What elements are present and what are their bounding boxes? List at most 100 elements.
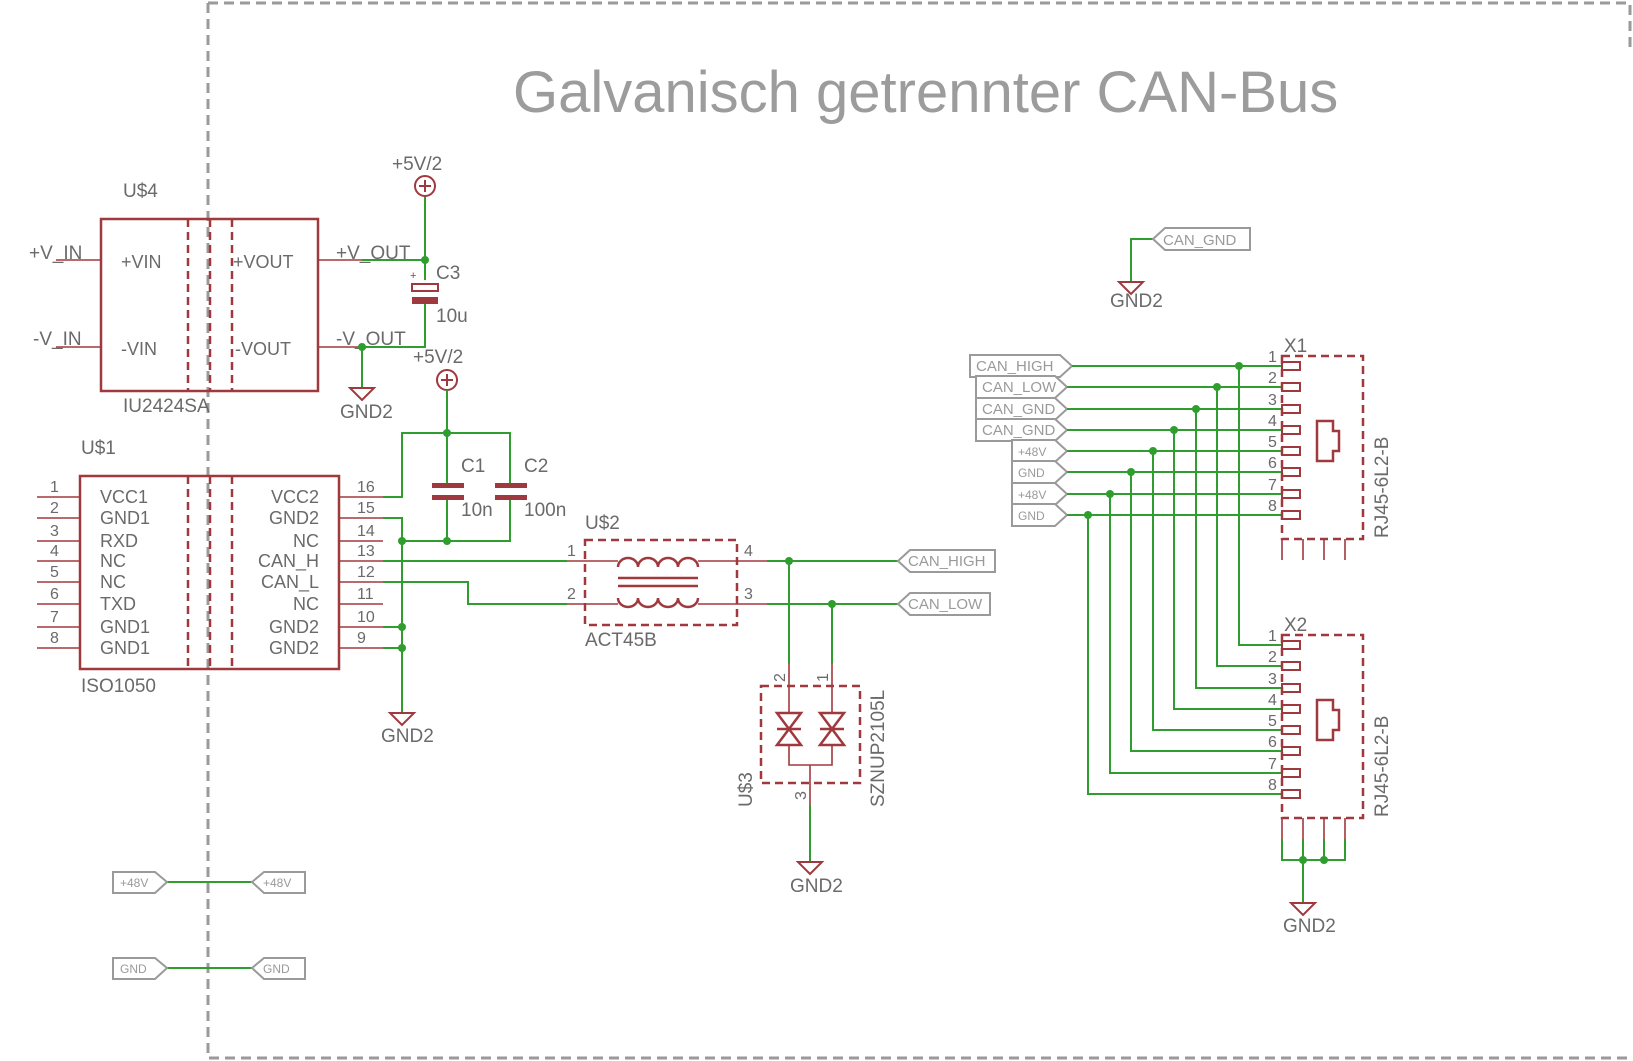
- u1-left-pin-name: GND1: [100, 508, 150, 528]
- pin-vout-neg: -VOUT: [235, 339, 291, 359]
- choke-pin-1: 1: [567, 543, 576, 560]
- x1-net-flag-label: CAN_GND: [982, 401, 1056, 418]
- isolation-frame-top: [208, 1, 1632, 50]
- x2-pin-number: 1: [1268, 628, 1277, 645]
- tvs-value: SZNUP2105L: [868, 690, 889, 807]
- flag-gnd-right: GND: [250, 957, 306, 980]
- x1-pin-pad: [1281, 404, 1301, 414]
- x1-net-flag-label: GND: [1018, 509, 1045, 523]
- c1-value: 10n: [461, 500, 493, 521]
- dcdc-module[interactable]: U$4 IU2424SA +VIN -VIN +VOUT -VOUT: [56, 181, 362, 417]
- u1-right-pin-number: 10: [357, 609, 375, 626]
- x2-pin-number: 7: [1268, 756, 1277, 773]
- u1-left-pin-number: 4: [50, 543, 59, 560]
- supply-label-top: +5V/2: [392, 154, 442, 175]
- ground-symbol-1: GND2: [340, 387, 393, 423]
- c3-value: 10u: [436, 306, 468, 327]
- flag-can-gnd-top: CAN_GND: [1151, 227, 1251, 251]
- flag-gnd-left: GND: [112, 957, 169, 980]
- x1-net-flag-label: +48V: [1018, 488, 1046, 502]
- x1-pin-number: 8: [1268, 498, 1277, 515]
- ground-label-1: GND2: [340, 402, 393, 423]
- c2-ref: C2: [524, 456, 548, 477]
- u1-left-pin-name: RXD: [100, 531, 138, 551]
- x1-net-flag: [975, 418, 1069, 442]
- u1-right-pin-name: NC: [293, 531, 319, 551]
- net-label-vout-neg: -V_OUT: [336, 329, 406, 350]
- u1-left-pin-name: GND1: [100, 617, 150, 637]
- iso1050-ref: U$1: [81, 438, 116, 459]
- svg-text:+: +: [410, 270, 416, 282]
- dcdc-value: IU2424SA: [123, 396, 210, 417]
- c1-ref: C1: [461, 456, 485, 477]
- x1-net-flag: [975, 397, 1069, 421]
- svg-text:GND: GND: [120, 962, 147, 976]
- x2-pin-pad: [1281, 789, 1301, 799]
- tvs-diode-array[interactable]: 2 1 3 U$3 SZNUP2105L: [736, 664, 889, 807]
- x2-pin-pad: [1281, 640, 1301, 650]
- connector-x1[interactable]: X1 RJ45-6L2-B: [1280, 336, 1393, 560]
- capacitor-c2[interactable]: C2 100n: [495, 456, 566, 521]
- c2-value: 100n: [524, 500, 566, 521]
- u1-right-pin-name: VCC2: [271, 487, 319, 507]
- tvs-pin-3: 3: [793, 791, 810, 800]
- flag-48v-right: +48V: [250, 871, 306, 894]
- svg-text:GND: GND: [263, 962, 290, 976]
- u1-left-pin-name: GND1: [100, 638, 150, 658]
- x1-pin-number: 6: [1268, 455, 1277, 472]
- x1-pin-number: 3: [1268, 392, 1277, 409]
- connector-x2[interactable]: X2 RJ45-6L2-B: [1280, 615, 1393, 839]
- x1-net-flag-label: GND: [1018, 466, 1045, 480]
- x1-pin-number: 4: [1268, 413, 1277, 430]
- x1-net-flag: [975, 375, 1069, 399]
- common-mode-choke[interactable]: 1 2 3 4 U$2 ACT45B: [567, 513, 767, 651]
- x2-pin-pad: [1281, 704, 1301, 714]
- x1-pin-pad: [1281, 382, 1301, 392]
- isolation-frame: [206, 3, 1630, 1060]
- u1-right-pin-number: 9: [357, 630, 366, 647]
- iso1050-transceiver[interactable]: U$1 ISO1050: [78, 438, 341, 697]
- supply-symbol-top: +5V/2: [392, 154, 442, 197]
- pin-vin-pos: +VIN: [121, 252, 162, 272]
- capacitor-c1[interactable]: C1 10n: [432, 456, 493, 521]
- pin-vout-pos: +VOUT: [233, 252, 294, 272]
- x1-ref: X1: [1284, 336, 1307, 357]
- x1-pin-number: 7: [1268, 477, 1277, 494]
- x2-pin-number: 8: [1268, 777, 1277, 794]
- x1-pin-pad: [1281, 489, 1301, 499]
- choke-ref: U$2: [585, 513, 620, 534]
- u1-left-pin-number: 1: [50, 479, 59, 496]
- ground-symbol-4: GND2: [1110, 281, 1163, 312]
- x2-pin-pad: [1281, 661, 1301, 671]
- x2-pin-number: 3: [1268, 671, 1277, 688]
- iso1050-right-pins: 16VCC215GND214NC13CAN_H12CAN_L11NC10GND2…: [258, 479, 383, 658]
- x1-net-flag: [1011, 460, 1069, 484]
- x2-ref: X2: [1284, 615, 1307, 636]
- x2-pin-pad: [1281, 725, 1301, 735]
- x1-pin-number: 5: [1268, 434, 1277, 451]
- choke-pin-3: 3: [744, 586, 753, 603]
- u1-left-pin-name: NC: [100, 572, 126, 592]
- dcdc-ref: U$4: [123, 181, 158, 202]
- pin-vin-neg: -VIN: [121, 339, 157, 359]
- x1-net-flag-label: CAN_HIGH: [976, 358, 1054, 375]
- flag-can-low-main: CAN_LOW: [896, 592, 991, 616]
- u1-left-pin-name: TXD: [100, 594, 136, 614]
- u1-left-pin-number: 2: [50, 500, 59, 517]
- rj45-region: CAN_HIGHCAN_LOWCAN_GNDCAN_GND+48VGND+48V…: [969, 349, 1301, 799]
- x1-net-flag-label: CAN_GND: [982, 422, 1056, 439]
- iso1050-value: ISO1050: [81, 676, 156, 697]
- u1-right-pin-number: 12: [357, 564, 375, 581]
- u1-right-pin-number: 13: [357, 543, 375, 560]
- u1-right-pin-number: 16: [357, 479, 375, 496]
- svg-text:+48V: +48V: [263, 876, 291, 890]
- capacitor-c3[interactable]: + C3 10u: [410, 263, 468, 327]
- supply-symbol-second: +5V/2: [413, 347, 463, 391]
- ground-label-5: GND2: [1283, 916, 1336, 937]
- u1-left-pin-number: 7: [50, 609, 59, 626]
- u1-right-pin-number: 14: [357, 523, 375, 540]
- x2-pin-number: 5: [1268, 713, 1277, 730]
- flag-can-high-main: CAN_HIGH: [896, 549, 996, 573]
